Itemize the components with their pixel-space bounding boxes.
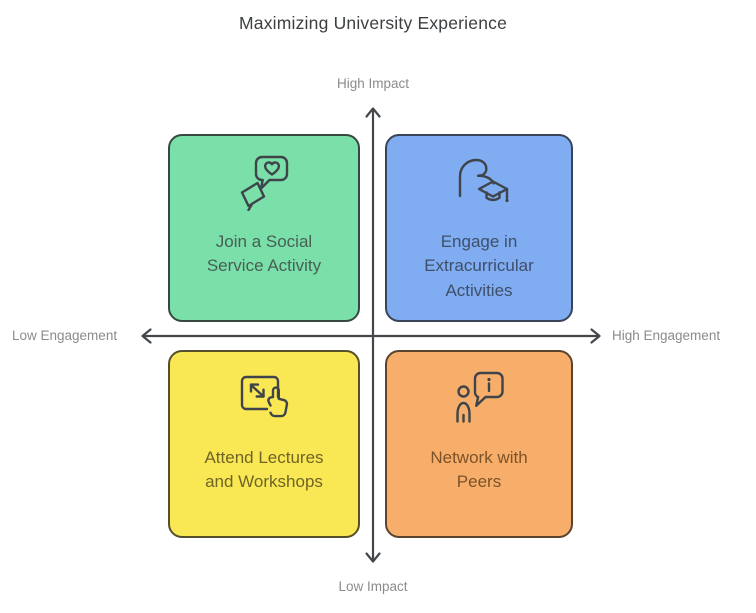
quadrant-label: Engage in Extracurricular Activities bbox=[424, 232, 534, 300]
quadrant-top-left: Join a Social Service Activity bbox=[168, 134, 360, 322]
arrow-right-icon bbox=[590, 328, 601, 344]
arrow-left-icon bbox=[141, 328, 152, 344]
axis-label-low-impact: Low Impact bbox=[338, 579, 408, 594]
bicep-graduation-cap-icon bbox=[447, 148, 511, 216]
quadrant-label: Attend Lectures and Workshops bbox=[204, 448, 324, 492]
axis-label-high-engagement: High Engagement bbox=[612, 328, 721, 343]
arrow-down-icon bbox=[365, 552, 381, 563]
quadrant-label: Join a Social Service Activity bbox=[206, 232, 322, 276]
megaphone-heart-icon bbox=[233, 148, 295, 216]
quadrant-bottom-right: Network with Peers bbox=[385, 350, 573, 538]
quadrant-bottom-left: Attend Lectures and Workshops bbox=[168, 350, 360, 538]
touch-screen-expand-icon bbox=[234, 364, 294, 432]
arrow-up-icon bbox=[365, 107, 381, 118]
axis-label-high-impact: High Impact bbox=[336, 76, 410, 91]
axis-label-low-engagement: Low Engagement bbox=[12, 328, 118, 343]
quadrant-top-right: Engage in Extracurricular Activities bbox=[385, 134, 573, 322]
page-title: Maximizing University Experience bbox=[238, 13, 508, 33]
person-info-bubble-icon bbox=[449, 364, 509, 432]
quadrant-label: Network with Peers bbox=[430, 448, 528, 492]
